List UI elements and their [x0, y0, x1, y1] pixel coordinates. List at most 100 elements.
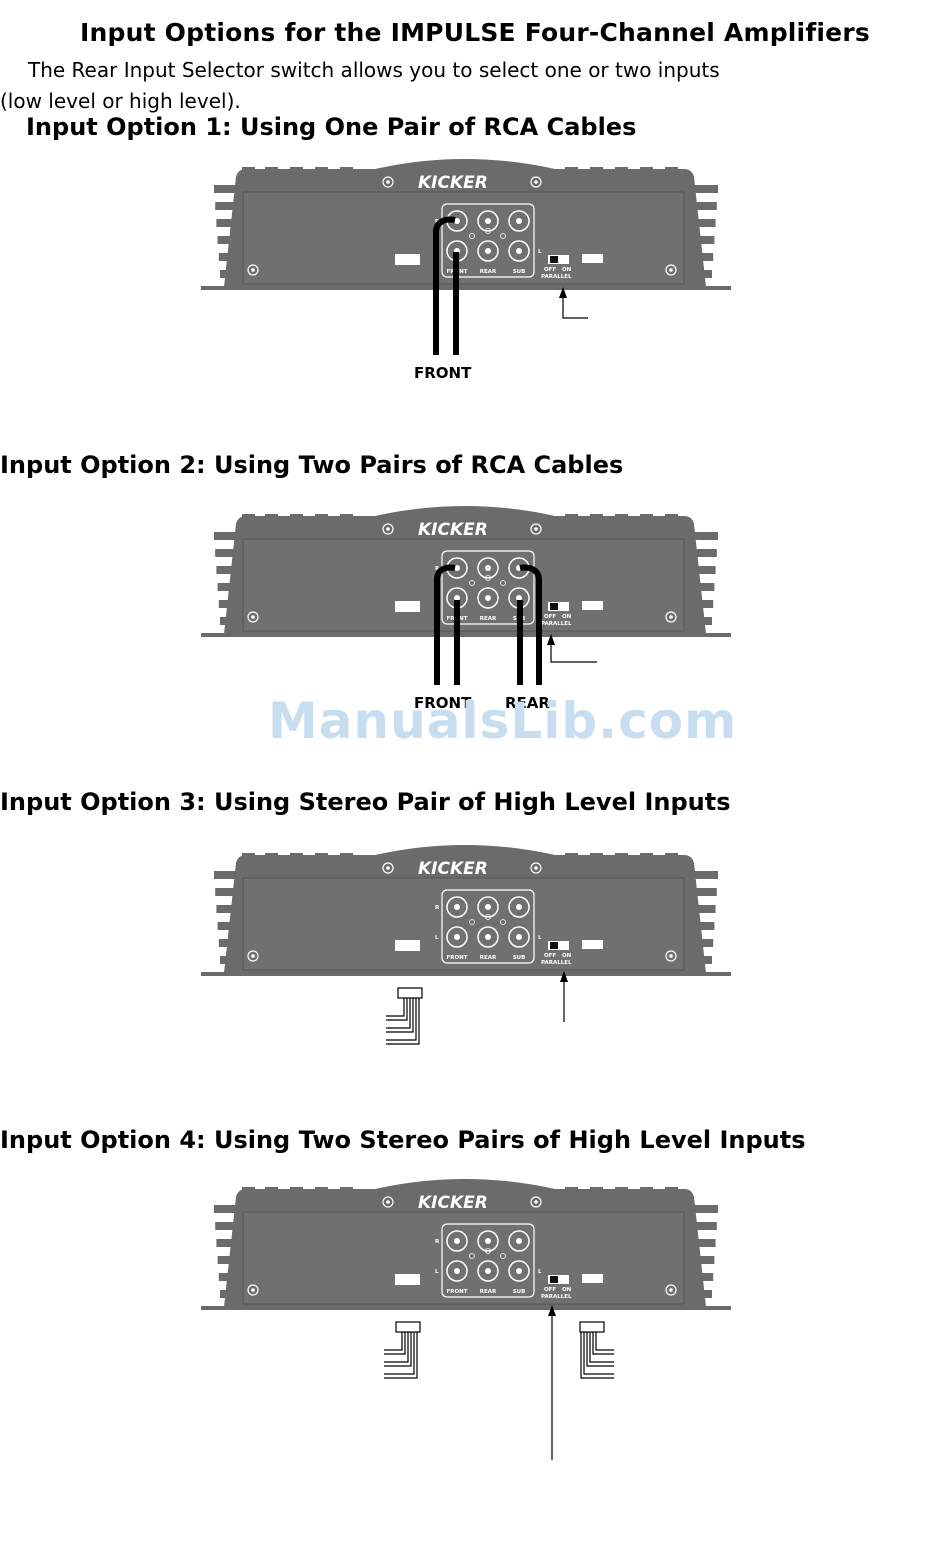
rca-jack-icon	[508, 240, 530, 262]
rca-jack-icon	[477, 926, 499, 948]
rca-jack-icon	[485, 1238, 491, 1244]
switch-row-label-l: L	[538, 249, 542, 255]
screw-icon	[530, 1196, 542, 1208]
screw-icon	[251, 954, 255, 958]
jack-label: REAR	[480, 616, 497, 622]
kicker-logo: KICKER	[418, 173, 488, 193]
heatsink-fin	[215, 888, 246, 896]
screw-icon	[665, 611, 677, 623]
intro-line-1: The Rear Input Selector switch allows yo…	[28, 58, 720, 82]
amp-slot	[395, 254, 420, 265]
parallel-switch[interactable]	[548, 602, 569, 611]
led-indicator	[500, 580, 506, 586]
screw-icon	[669, 268, 673, 272]
option-2-heading: Input Option 2: Using Two Pairs of RCA C…	[0, 451, 624, 479]
screw-icon	[665, 264, 677, 276]
switch-row-label-l: L	[538, 935, 542, 941]
kicker-logo: KICKER	[418, 859, 488, 879]
screw-icon	[669, 615, 673, 619]
amp-base-plate	[201, 972, 731, 976]
rca-jack-icon	[477, 1260, 499, 1282]
speaker-wire	[384, 1332, 415, 1375]
amp-slot	[582, 940, 603, 949]
screw-icon	[247, 1284, 259, 1296]
parallel-switch-knob[interactable]	[550, 603, 558, 610]
jack-label: SUB	[513, 1289, 526, 1295]
jack-label: REAR	[480, 955, 497, 961]
led-indicator	[485, 228, 491, 234]
screw-icon	[247, 950, 259, 962]
speaker-wire	[386, 998, 420, 1045]
heatsink-fin	[215, 1222, 246, 1230]
screw-icon	[530, 862, 542, 874]
rca-jack-block	[441, 203, 535, 278]
screw-icon	[382, 523, 394, 535]
heatsink-fin	[685, 219, 716, 227]
speaker-wire	[386, 998, 405, 1017]
harness-connector	[397, 987, 423, 999]
rca-jack-icon	[454, 218, 460, 224]
screw-icon	[530, 176, 542, 188]
amp-base-plate	[201, 633, 731, 637]
switch-parallel-label: PARALLEL	[541, 960, 572, 966]
screw-icon	[382, 862, 394, 874]
led-indicator	[469, 1253, 475, 1259]
parallel-switch-knob[interactable]	[550, 1276, 558, 1283]
row-label-r: R	[435, 1239, 440, 1245]
rear-rca-cable	[517, 564, 542, 685]
heatsink-fin	[215, 202, 246, 210]
parallel-switch[interactable]	[548, 255, 569, 264]
speaker-wire	[386, 998, 414, 1033]
high-level-input-harness-rear	[579, 1321, 614, 1379]
parallel-switch-knob[interactable]	[550, 942, 558, 949]
speaker-wire	[583, 1332, 614, 1375]
kicker-logo: KICKER	[418, 520, 488, 540]
jack-label: FRONT	[446, 955, 467, 961]
speaker-wire	[384, 1332, 406, 1355]
rca-jack-icon	[485, 565, 491, 571]
heatsink-fin	[688, 871, 718, 879]
parallel-switch[interactable]	[548, 941, 569, 950]
switch-pointer-line	[550, 636, 597, 663]
screw-icon	[669, 1288, 673, 1292]
kicker-logo: KICKER	[418, 1193, 488, 1213]
rca-jack-icon	[508, 926, 530, 948]
rca-jack-icon	[477, 240, 499, 262]
rca-jack-icon	[516, 595, 522, 601]
amp-front-panel	[242, 191, 685, 285]
rca-jack-icon	[516, 1238, 522, 1244]
led-indicator	[500, 919, 506, 925]
screw-icon	[534, 1200, 538, 1204]
screw-icon	[534, 527, 538, 531]
parallel-switch-knob[interactable]	[550, 256, 558, 263]
rca-jack-icon	[446, 896, 468, 918]
rca-jack-icon	[446, 1230, 468, 1252]
parallel-switch[interactable]	[548, 1275, 569, 1284]
watermark: ManualsLib.com	[268, 692, 738, 750]
heatsink-fin	[214, 871, 244, 879]
jack-label: FRONT	[446, 1289, 467, 1295]
led-indicator	[500, 233, 506, 239]
amp-slot	[582, 254, 603, 263]
speaker-wire	[384, 1332, 409, 1363]
rca-jack-icon	[508, 896, 530, 918]
switch-on-label: ON	[562, 953, 572, 959]
speaker-wire	[589, 1332, 614, 1363]
amp-base-plate	[201, 286, 731, 290]
intro-line-2: (low level or high level).	[0, 89, 241, 113]
amp-front-panel	[242, 538, 685, 632]
jack-label: REAR	[480, 269, 497, 275]
switch-pointer-line	[562, 289, 588, 319]
rca-jack-block	[441, 1223, 535, 1298]
heatsink-fin	[685, 905, 716, 913]
jack-label: REAR	[480, 1289, 497, 1295]
rca-jack-icon	[454, 934, 460, 940]
rca-jack-icon	[477, 587, 499, 609]
rca-jack-icon	[485, 934, 491, 940]
rca-jack-block	[441, 550, 535, 625]
page-title: Input Options for the IMPULSE Four-Chann…	[80, 18, 870, 47]
jack-label: SUB	[513, 269, 526, 275]
